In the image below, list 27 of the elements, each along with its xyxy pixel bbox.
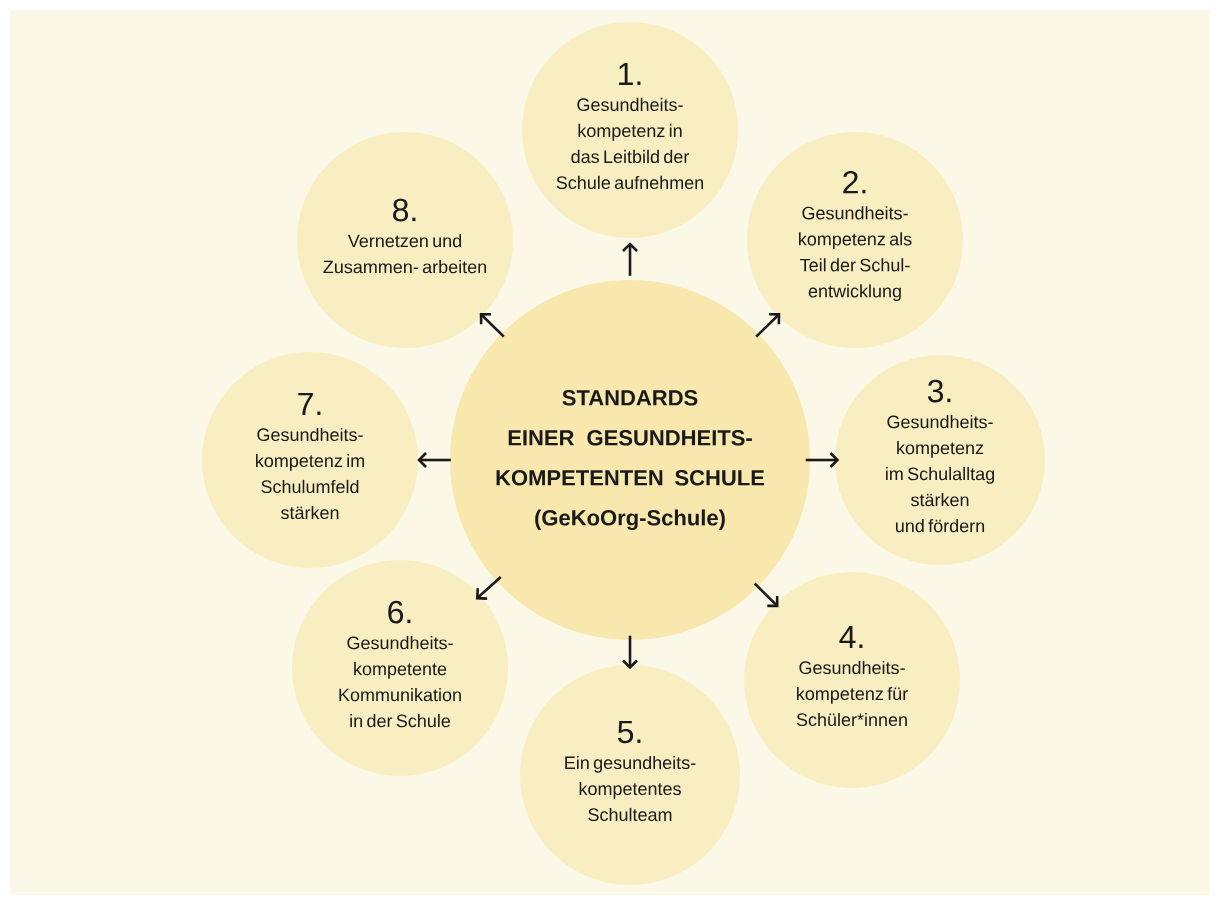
step-number: 8. [393, 198, 416, 222]
arrow [622, 635, 638, 670]
arrow [622, 242, 638, 276]
arrow [805, 452, 840, 468]
arrow [417, 452, 451, 468]
step-number: 1. [619, 62, 641, 85]
arrow [755, 312, 781, 338]
step-number: 3. [927, 379, 951, 403]
step-text: Gesundheits- kompetenz für Schüler*innen [796, 660, 908, 727]
heading-text: STANDARDS [562, 390, 698, 406]
heading-text: EINER GESUNDHEITS- KOMPETENTEN SCHULE [496, 430, 765, 486]
step-number: 4. [839, 625, 863, 648]
step-text: Gesundheits- kompetenz im Schulumfeld stärken [256, 427, 364, 520]
step-text: Vernetzen und Zusammen- arbeiten [323, 234, 486, 274]
step-text: Gesundheits- kompetenz in das Leitbild der Schule aufnehmen [556, 97, 704, 190]
step-number: 7. [298, 392, 321, 415]
step-text: Gesundheits- kompetenz im Schulalltag stärken und fördern [886, 415, 994, 533]
step-number: 2. [843, 170, 866, 194]
step-text: Gesundheits- kompetenz als Teil der Schul- entwicklung [799, 206, 912, 302]
arrow [753, 582, 779, 608]
arrow [475, 575, 502, 600]
arrow [479, 312, 505, 338]
step-text: Ein gesundheits- kompetentes Schulteam [565, 755, 696, 822]
step-number: 5. [617, 720, 641, 744]
heading-text: (GeKoOrg-Schule) [535, 509, 725, 530]
step-number: 6. [388, 600, 411, 624]
step-text: Gesundheits- kompetente Kommunikation in der Schule [339, 636, 461, 728]
